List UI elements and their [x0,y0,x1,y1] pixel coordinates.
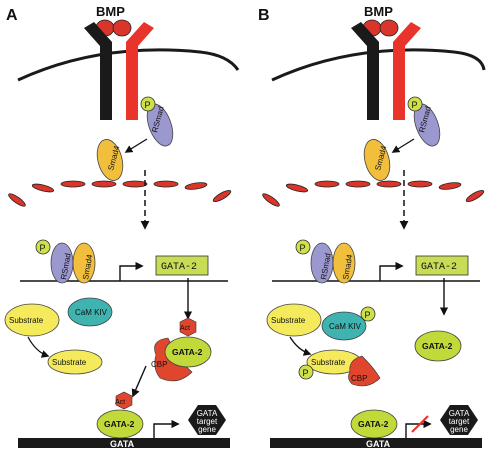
arrow [124,138,148,153]
substrate-protein [4,303,60,337]
receptor-type1 [126,22,154,120]
cbp-label: CBP [151,360,167,369]
substrate-protein [266,303,322,337]
camkiv-kinase [321,311,367,341]
gata2-gene-label: GATA-2 [421,262,457,273]
substrate-label: Substrate [311,358,346,367]
gata2-protein-label: GATA-2 [104,419,135,429]
cbp-label: CBP [351,374,367,383]
panel-b: B BMP RSmad P Smad4 P RSmad [258,4,486,449]
target-gene-line: GATA [197,409,218,418]
substrate-label: Substrate [9,316,44,325]
bmp-label: BMP [364,4,393,19]
gata2-protein-label: GATA-2 [172,347,203,357]
target-gene-hexagon [188,405,226,435]
bmp-label: BMP [96,4,125,19]
gata2-gene-label: GATA-2 [161,262,197,273]
gata-site-label: GATA [110,439,135,449]
act-marker [115,391,133,410]
phosphate-group [295,239,311,255]
phosphate-group [407,96,423,112]
phosphate-group [140,96,156,112]
smad4-protein [332,242,356,284]
substrate-label: Substrate [52,358,87,367]
gata-dna-bar [18,438,230,448]
transcription-start-arrow [405,419,432,438]
arrow [131,365,147,398]
target-gene-hexagon [440,405,478,435]
bmp-ligand [112,19,132,37]
target-gene-line: target [449,417,470,426]
phosphate-group [360,306,376,322]
gata-dna-bar [270,438,482,448]
cell-membrane [17,48,240,82]
gata-site-label: GATA [366,439,391,449]
act-label: Act [115,399,125,406]
receptor-type2 [351,22,379,120]
gata2-gene-box [155,255,209,276]
panel-a: A BMP RSmad P Smad4 [4,4,240,449]
gata2-protein-label: GATA-2 [422,341,453,351]
phosphate-label: P [303,368,309,378]
arrow [27,336,50,358]
phosphate-label: P [365,310,371,320]
panel-letter: B [258,7,270,24]
substrate-label: Substrate [271,316,306,325]
receptor-type2 [84,22,112,120]
nuclear-envelope [262,180,485,207]
gata2-protein-label: GATA-2 [358,419,389,429]
smad4-label: Smad4 [81,253,94,280]
camkiv-label: CaM KIV [329,322,362,331]
substrate-protein [47,349,103,375]
smad4-protein [72,242,96,284]
arrow [391,138,415,153]
transcription-start-arrow [119,261,144,281]
phosphate-group [35,239,51,255]
arrow [289,336,312,356]
phosphate-label: P [40,243,46,253]
gata2-protein [164,336,212,368]
target-gene-line: target [197,417,218,426]
smad4-protein [96,139,124,181]
camkiv-label: CaM KIV [75,308,108,317]
act-marker [179,317,197,337]
cbp-protein [348,355,381,387]
gata2-protein [414,330,462,362]
target-gene-line: GATA [449,409,470,418]
act-label: Act [180,325,190,332]
bmp-ligand [379,19,399,37]
target-gene-line: gene [450,425,468,434]
panel-letter: A [6,7,18,24]
camkiv-kinase [67,297,113,327]
transcription-start-arrow [153,419,180,438]
phosphate-label: P [145,100,151,110]
cell-membrane [271,48,486,82]
target-gene-line: gene [198,425,216,434]
inhibition-mark [411,415,429,433]
transcription-start-arrow [379,261,404,281]
gata2-gene-box [415,255,469,276]
smad4-label: Smad4 [341,253,354,280]
smad4-protein [363,139,391,181]
nuclear-envelope [8,180,232,207]
receptor-type1 [393,22,421,120]
phosphate-label: P [300,243,306,253]
phosphate-label: P [412,100,418,110]
phosphate-group [298,364,314,380]
